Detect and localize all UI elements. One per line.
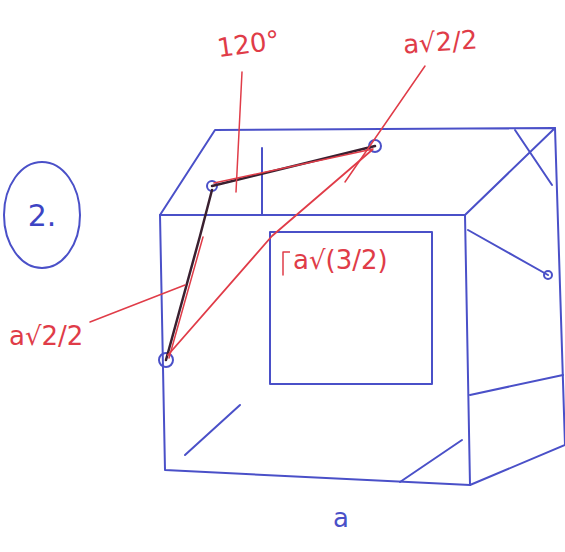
- cube-line: [261, 148, 263, 215]
- segment: [166, 190, 212, 360]
- cube-line: [470, 375, 563, 395]
- angle-mark: [283, 252, 290, 275]
- step-number-text: 2.: [28, 198, 57, 233]
- leader-line: [345, 66, 425, 182]
- inner-square: [270, 232, 432, 384]
- point-dot: [544, 271, 552, 279]
- angle-label: 120°: [212, 23, 284, 64]
- length-label: a√(3/2): [290, 244, 391, 276]
- leader-line: [90, 285, 185, 322]
- cube-line: [185, 405, 240, 455]
- leader-line: [236, 72, 242, 192]
- cube-line: [400, 440, 462, 482]
- edge-label: a: [330, 502, 352, 534]
- step-circle-outline: [4, 162, 80, 268]
- cube-line: [515, 130, 552, 185]
- step-number: 2.: [2, 160, 82, 270]
- cube-top-face: [160, 128, 555, 215]
- segment-red: [169, 237, 203, 358]
- cube-front-face: [160, 215, 470, 485]
- cube-line: [468, 230, 548, 275]
- cube-right-face: [470, 128, 565, 485]
- length-label: a√2/2: [399, 23, 481, 61]
- length-label: a√2/2: [6, 320, 86, 352]
